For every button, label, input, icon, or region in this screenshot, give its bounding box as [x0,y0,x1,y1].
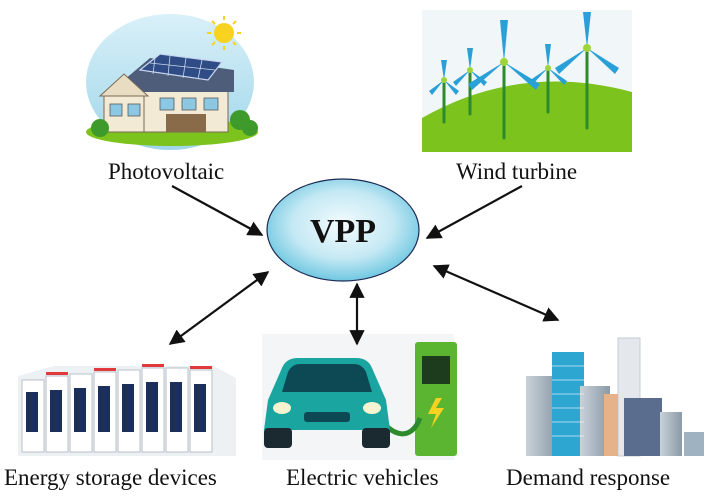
vpp-hub-label: VPP [310,213,376,250]
label-demand-response: Demand response [506,465,671,490]
demand-response-city-illustration [520,334,710,460]
sun-icon [207,16,241,50]
car-icon [264,358,390,448]
label-electric-vehicles: Electric vehicles [286,465,439,490]
label-energy-storage-devices: Energy storage devices [4,465,217,490]
label-wind-turbine: Wind turbine [456,159,578,184]
wind-turbine-illustration [422,10,632,152]
arrow-vpp-storage [168,271,270,345]
electric-vehicle-illustration [262,334,457,460]
arrow-vpp-demand [432,264,560,322]
connection-arrows [168,185,560,346]
photovoltaic-house-illustration [86,14,258,150]
vpp-hub: VPP [266,178,420,282]
energy-storage-illustration [18,364,236,456]
arrow-photovoltaic-to-vpp [171,185,264,236]
charging-station-icon [415,342,457,456]
label-photovoltaic: Photovoltaic [108,159,225,184]
arrow-wind-to-vpp [425,185,523,239]
